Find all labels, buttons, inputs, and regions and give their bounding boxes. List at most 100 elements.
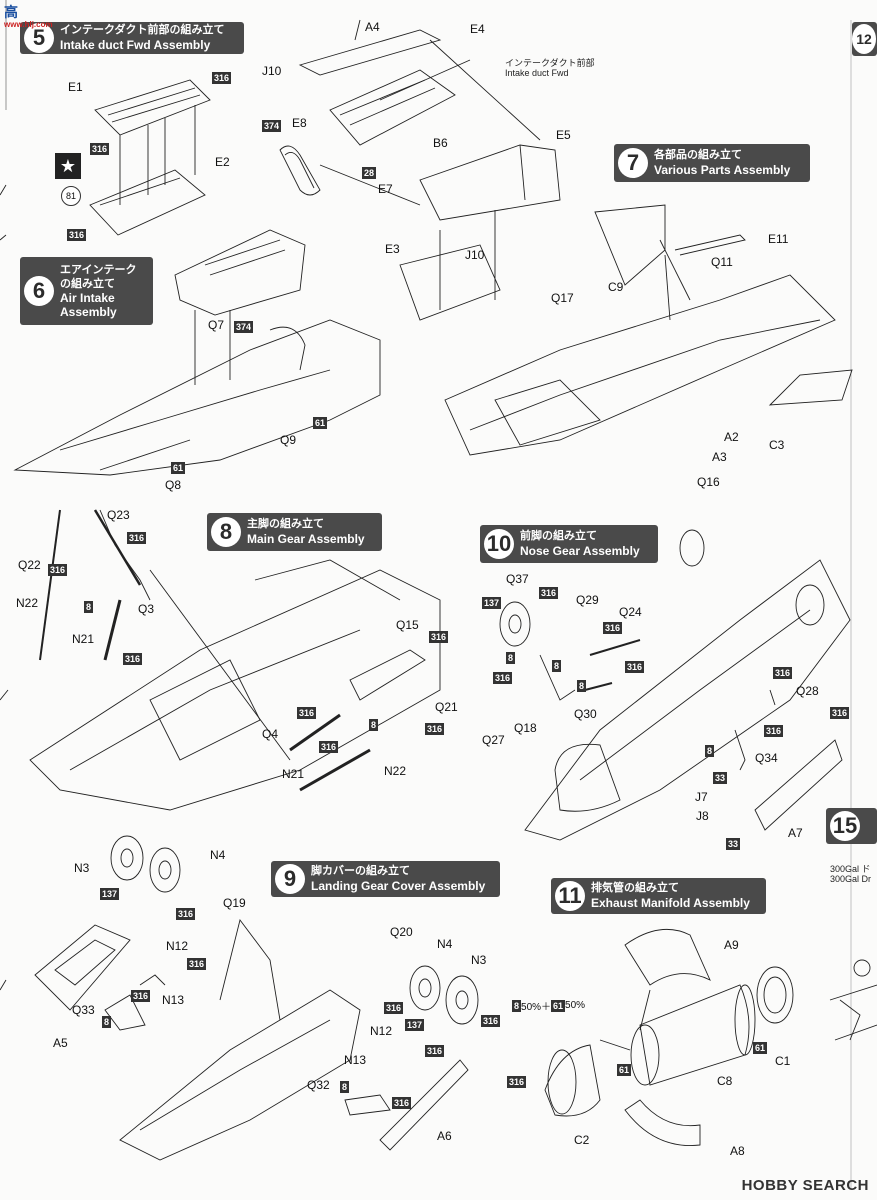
header-step-12: 12 bbox=[852, 22, 877, 56]
part-a9 bbox=[624, 928, 711, 986]
label-q7: Q7 bbox=[208, 318, 225, 332]
label-q8: Q8 bbox=[165, 478, 182, 492]
star-icon: ★ bbox=[55, 153, 81, 179]
label-q34: Q34 bbox=[755, 751, 778, 765]
label-e4: E4 bbox=[470, 22, 485, 36]
label-a3: A3 bbox=[712, 450, 727, 464]
fuselage-main bbox=[29, 569, 441, 811]
header-en-2: Assembly bbox=[60, 305, 117, 319]
color-code-33: 33 bbox=[713, 772, 728, 784]
part-c2 bbox=[544, 1044, 601, 1117]
header-jp: 脚カバーの組み立て bbox=[311, 865, 410, 877]
step-number: 7 bbox=[618, 148, 648, 178]
header-jp: 各部品の組み立て bbox=[654, 149, 742, 161]
header-en: Main Gear Assembly bbox=[247, 532, 365, 546]
part-c1 bbox=[756, 966, 794, 1024]
label-e7: E7 bbox=[378, 182, 393, 196]
part-c3 bbox=[768, 369, 853, 406]
label-n4b: N4 bbox=[437, 937, 453, 951]
label-a8: A8 bbox=[730, 1144, 745, 1158]
label-q11: Q11 bbox=[711, 255, 733, 269]
label-b6: B6 bbox=[433, 136, 448, 150]
header-jp-1: エアインテーク bbox=[60, 264, 137, 276]
color-code-28: 28 bbox=[362, 167, 377, 179]
drop-note-en: 300Gal Dr bbox=[830, 874, 872, 884]
color-code-61: 61 bbox=[313, 417, 328, 429]
color-code-316: 316 bbox=[773, 667, 793, 679]
color-code-61: 61 bbox=[617, 1064, 632, 1076]
wheel-n3 bbox=[110, 835, 144, 881]
header-en: Exhaust Manifold Assembly bbox=[591, 896, 750, 910]
color-code-316: 316 bbox=[764, 725, 784, 737]
color-code-61: 61 bbox=[171, 462, 186, 474]
label-c8: C8 bbox=[717, 1074, 733, 1088]
label-q22: Q22 bbox=[18, 558, 41, 572]
fuselage-mid bbox=[444, 274, 836, 456]
step-number: 9 bbox=[275, 864, 305, 894]
label-a5: A5 bbox=[53, 1036, 68, 1050]
label-q30: Q30 bbox=[574, 707, 597, 721]
part-c9 bbox=[594, 204, 666, 286]
color-code-316: 316 bbox=[67, 229, 87, 241]
part-e8 bbox=[279, 145, 321, 196]
hobby-search-watermark: HOBBY SEARCH bbox=[741, 1177, 869, 1194]
header-jp: 主脚の組み立て bbox=[247, 518, 324, 530]
label-q33: Q33 bbox=[72, 1003, 95, 1017]
label-j7: J7 bbox=[695, 790, 708, 804]
header-en: Various Parts Assembly bbox=[654, 163, 791, 177]
label-q21: Q21 bbox=[435, 700, 458, 714]
label-a9: A9 bbox=[724, 938, 739, 952]
label-q24: Q24 bbox=[619, 605, 642, 619]
step-number: 15 bbox=[830, 811, 860, 841]
part-intake bbox=[174, 229, 306, 316]
label-q18: Q18 bbox=[514, 721, 537, 735]
label-c9: C9 bbox=[608, 280, 624, 294]
label-j8: J8 bbox=[696, 809, 709, 823]
site-logo-text: 高 bbox=[4, 4, 18, 20]
label-a7: A7 bbox=[788, 826, 803, 840]
part-c8 bbox=[639, 984, 750, 1086]
header-jp: 前脚の組み立て bbox=[520, 530, 597, 542]
color-code-137: 137 bbox=[100, 888, 120, 900]
part-e2 bbox=[89, 169, 206, 236]
label-n21b: N21 bbox=[282, 767, 305, 781]
color-code-316: 316 bbox=[176, 908, 196, 920]
part-a8 bbox=[624, 1099, 701, 1146]
label-c1: C1 bbox=[775, 1054, 791, 1068]
color-code-316: 316 bbox=[384, 1002, 404, 1014]
color-code-33: 33 bbox=[726, 838, 741, 850]
fuselage-lg bbox=[119, 989, 361, 1161]
label-a6: A6 bbox=[437, 1129, 452, 1143]
label-c2: C2 bbox=[574, 1133, 590, 1147]
site-logo-sub: www.hlj.com bbox=[4, 20, 53, 29]
color-code-8: 8 bbox=[102, 1016, 112, 1028]
intake-note-jp: インテークダクト前部 bbox=[505, 58, 595, 68]
mix-note: 8 50%＋ 61 50% bbox=[512, 998, 585, 1013]
color-code-316: 316 bbox=[187, 958, 207, 970]
label-n4: N4 bbox=[210, 848, 226, 862]
part-a5 bbox=[34, 924, 131, 1011]
color-code-316: 316 bbox=[131, 990, 151, 1002]
label-e5: E5 bbox=[556, 128, 571, 142]
wheel-n4 bbox=[149, 847, 181, 893]
mix-pct-a: 50%＋ bbox=[521, 1002, 552, 1013]
part-e1 bbox=[94, 79, 211, 136]
part-a6 bbox=[379, 1059, 469, 1151]
label-j10b: J10 bbox=[465, 248, 485, 262]
color-code-316: 316 bbox=[392, 1097, 412, 1109]
part-a7 bbox=[754, 739, 843, 831]
wheel-q37 bbox=[499, 601, 531, 647]
label-q4: Q4 bbox=[262, 727, 279, 741]
label-e3: E3 bbox=[385, 242, 400, 256]
label-q17: Q17 bbox=[551, 291, 574, 305]
color-code-316: 316 bbox=[425, 1045, 445, 1057]
header-en-1: Air Intake bbox=[60, 291, 115, 305]
label-a4: A4 bbox=[365, 20, 380, 34]
fuselage-nose bbox=[13, 319, 381, 476]
color-code-8: 8 bbox=[84, 601, 94, 613]
color-code-8: 8 bbox=[552, 660, 562, 672]
header-jp-2: の組み立て bbox=[60, 278, 115, 290]
label-n21: N21 bbox=[72, 632, 95, 646]
mix-pct-b: 50% bbox=[565, 1000, 586, 1011]
